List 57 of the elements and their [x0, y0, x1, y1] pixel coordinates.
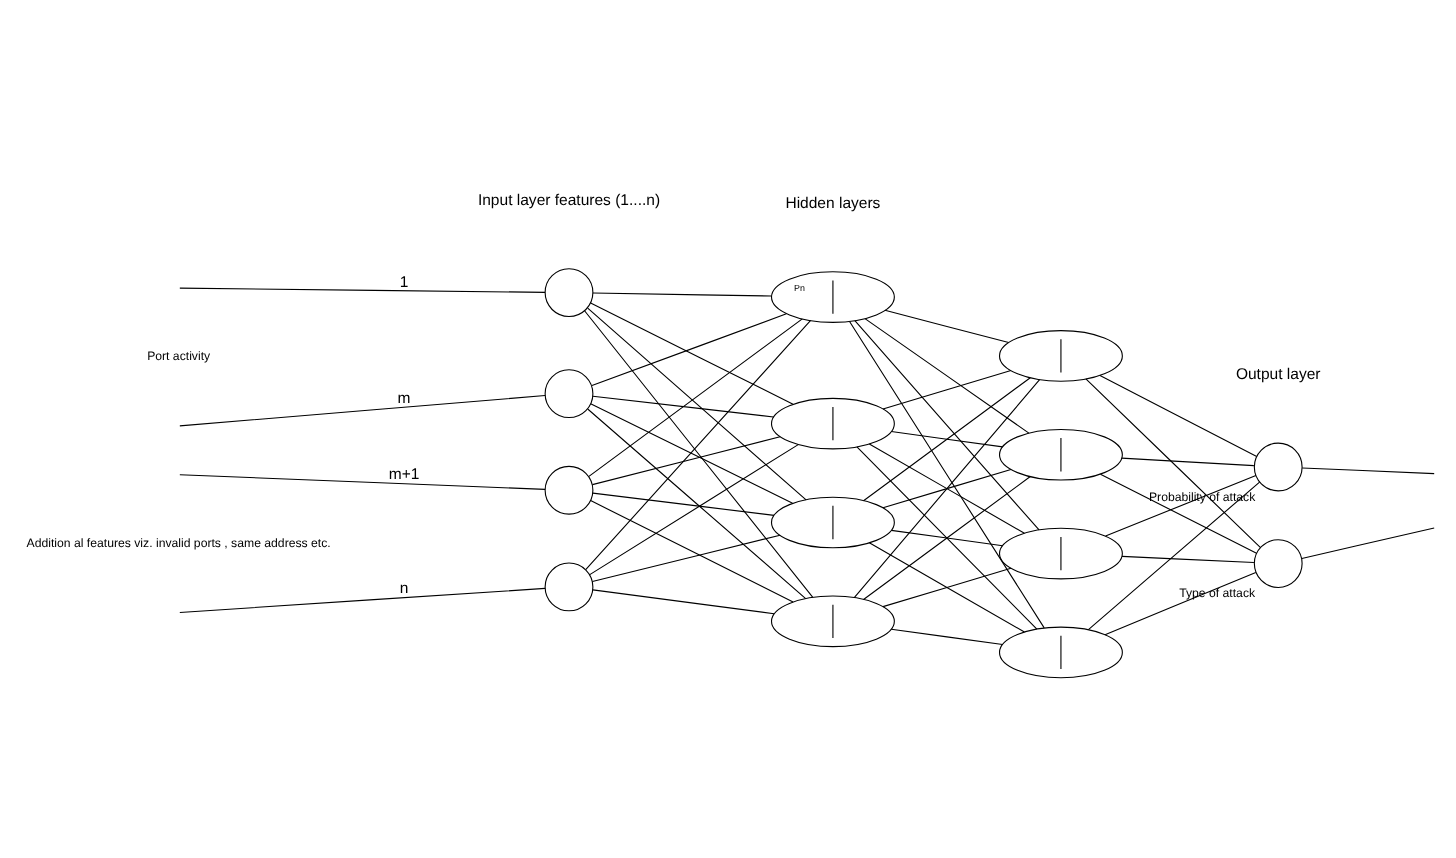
connector	[179, 587, 546, 613]
connector	[882, 468, 1012, 509]
node-ellipse	[998, 527, 1123, 580]
connector	[868, 443, 1025, 534]
connector	[884, 309, 1010, 344]
connector	[587, 408, 807, 600]
connector	[179, 474, 546, 490]
node-ellipse	[998, 330, 1123, 382]
connector	[890, 431, 1004, 448]
connector	[591, 436, 781, 486]
node-circle	[1253, 539, 1303, 588]
connector	[590, 500, 794, 603]
connector	[592, 292, 772, 297]
connector	[1099, 473, 1258, 554]
connector	[1104, 571, 1257, 636]
node-circle	[1253, 442, 1303, 492]
connector	[1105, 474, 1257, 537]
connector	[882, 370, 1012, 410]
connector	[854, 320, 1040, 531]
connector	[890, 628, 1004, 646]
connector	[1121, 555, 1255, 564]
node-circle	[544, 562, 594, 612]
connector	[588, 318, 803, 477]
connector	[591, 534, 781, 582]
connector	[1301, 527, 1435, 559]
node-circle	[544, 369, 594, 419]
connector	[590, 302, 794, 405]
connector	[592, 492, 775, 516]
connector	[868, 542, 1025, 633]
connector	[882, 567, 1012, 608]
node-ellipse	[998, 626, 1123, 679]
connector	[856, 446, 1038, 630]
connector	[590, 403, 794, 504]
connector	[591, 313, 787, 387]
connector	[1121, 457, 1255, 467]
connector	[179, 395, 546, 427]
node-circle	[544, 268, 594, 318]
connector	[863, 377, 1031, 502]
connector	[864, 318, 1030, 434]
connector	[863, 476, 1031, 601]
connector	[592, 395, 775, 418]
node-ellipse	[998, 428, 1123, 481]
connector	[1099, 374, 1258, 457]
connector	[589, 444, 799, 576]
connector	[1085, 378, 1262, 549]
connector	[587, 307, 807, 501]
connector	[1087, 481, 1261, 631]
connector	[849, 320, 1045, 629]
node-ellipse	[770, 595, 895, 648]
connector	[853, 379, 1041, 598]
node-circle	[544, 465, 594, 515]
node-ellipse	[770, 397, 895, 450]
node-ellipse	[770, 496, 895, 549]
connector	[592, 589, 775, 615]
connector	[1301, 467, 1435, 475]
connector	[890, 529, 1004, 547]
connector	[179, 287, 546, 293]
